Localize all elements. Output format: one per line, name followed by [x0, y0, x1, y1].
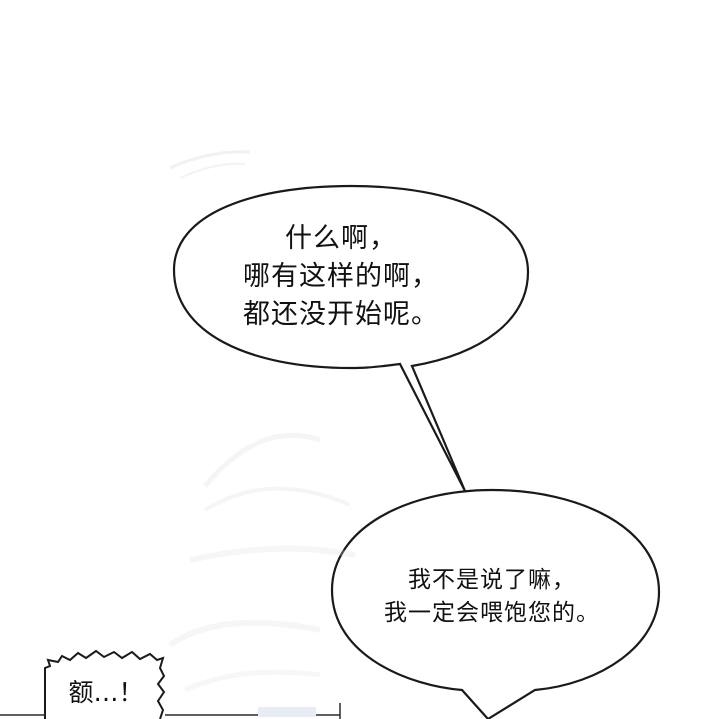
top-bubble-line-3: 都还没开始呢。 [243, 299, 439, 330]
caption-box [44, 649, 166, 719]
bottom-bubble-line-2: 我一定会喂饱您的。 [384, 600, 600, 626]
bottom-bubble-line-1: 我不是说了嘛， [408, 567, 576, 593]
top-bubble-text: 什么啊， 哪有这样的啊， 都还没开始呢。 [218, 220, 464, 334]
bottom-bubble-text: 我不是说了嘛， 我一定会喂饱您的。 [356, 564, 628, 630]
bottom-panel-elements [0, 703, 341, 719]
bottom-bubble-outline [330, 488, 661, 719]
top-speech-bubble [172, 184, 530, 492]
background-watermark [168, 150, 356, 693]
caption-box-text: 额…！ [68, 678, 144, 707]
bottom-speech-bubble [330, 488, 661, 719]
top-bubble-line-1: 什么啊， [285, 223, 397, 254]
top-bubble-line-2: 哪有这样的啊， [243, 261, 439, 292]
caption-box-outline [44, 649, 166, 719]
top-bubble-outline [172, 184, 530, 492]
